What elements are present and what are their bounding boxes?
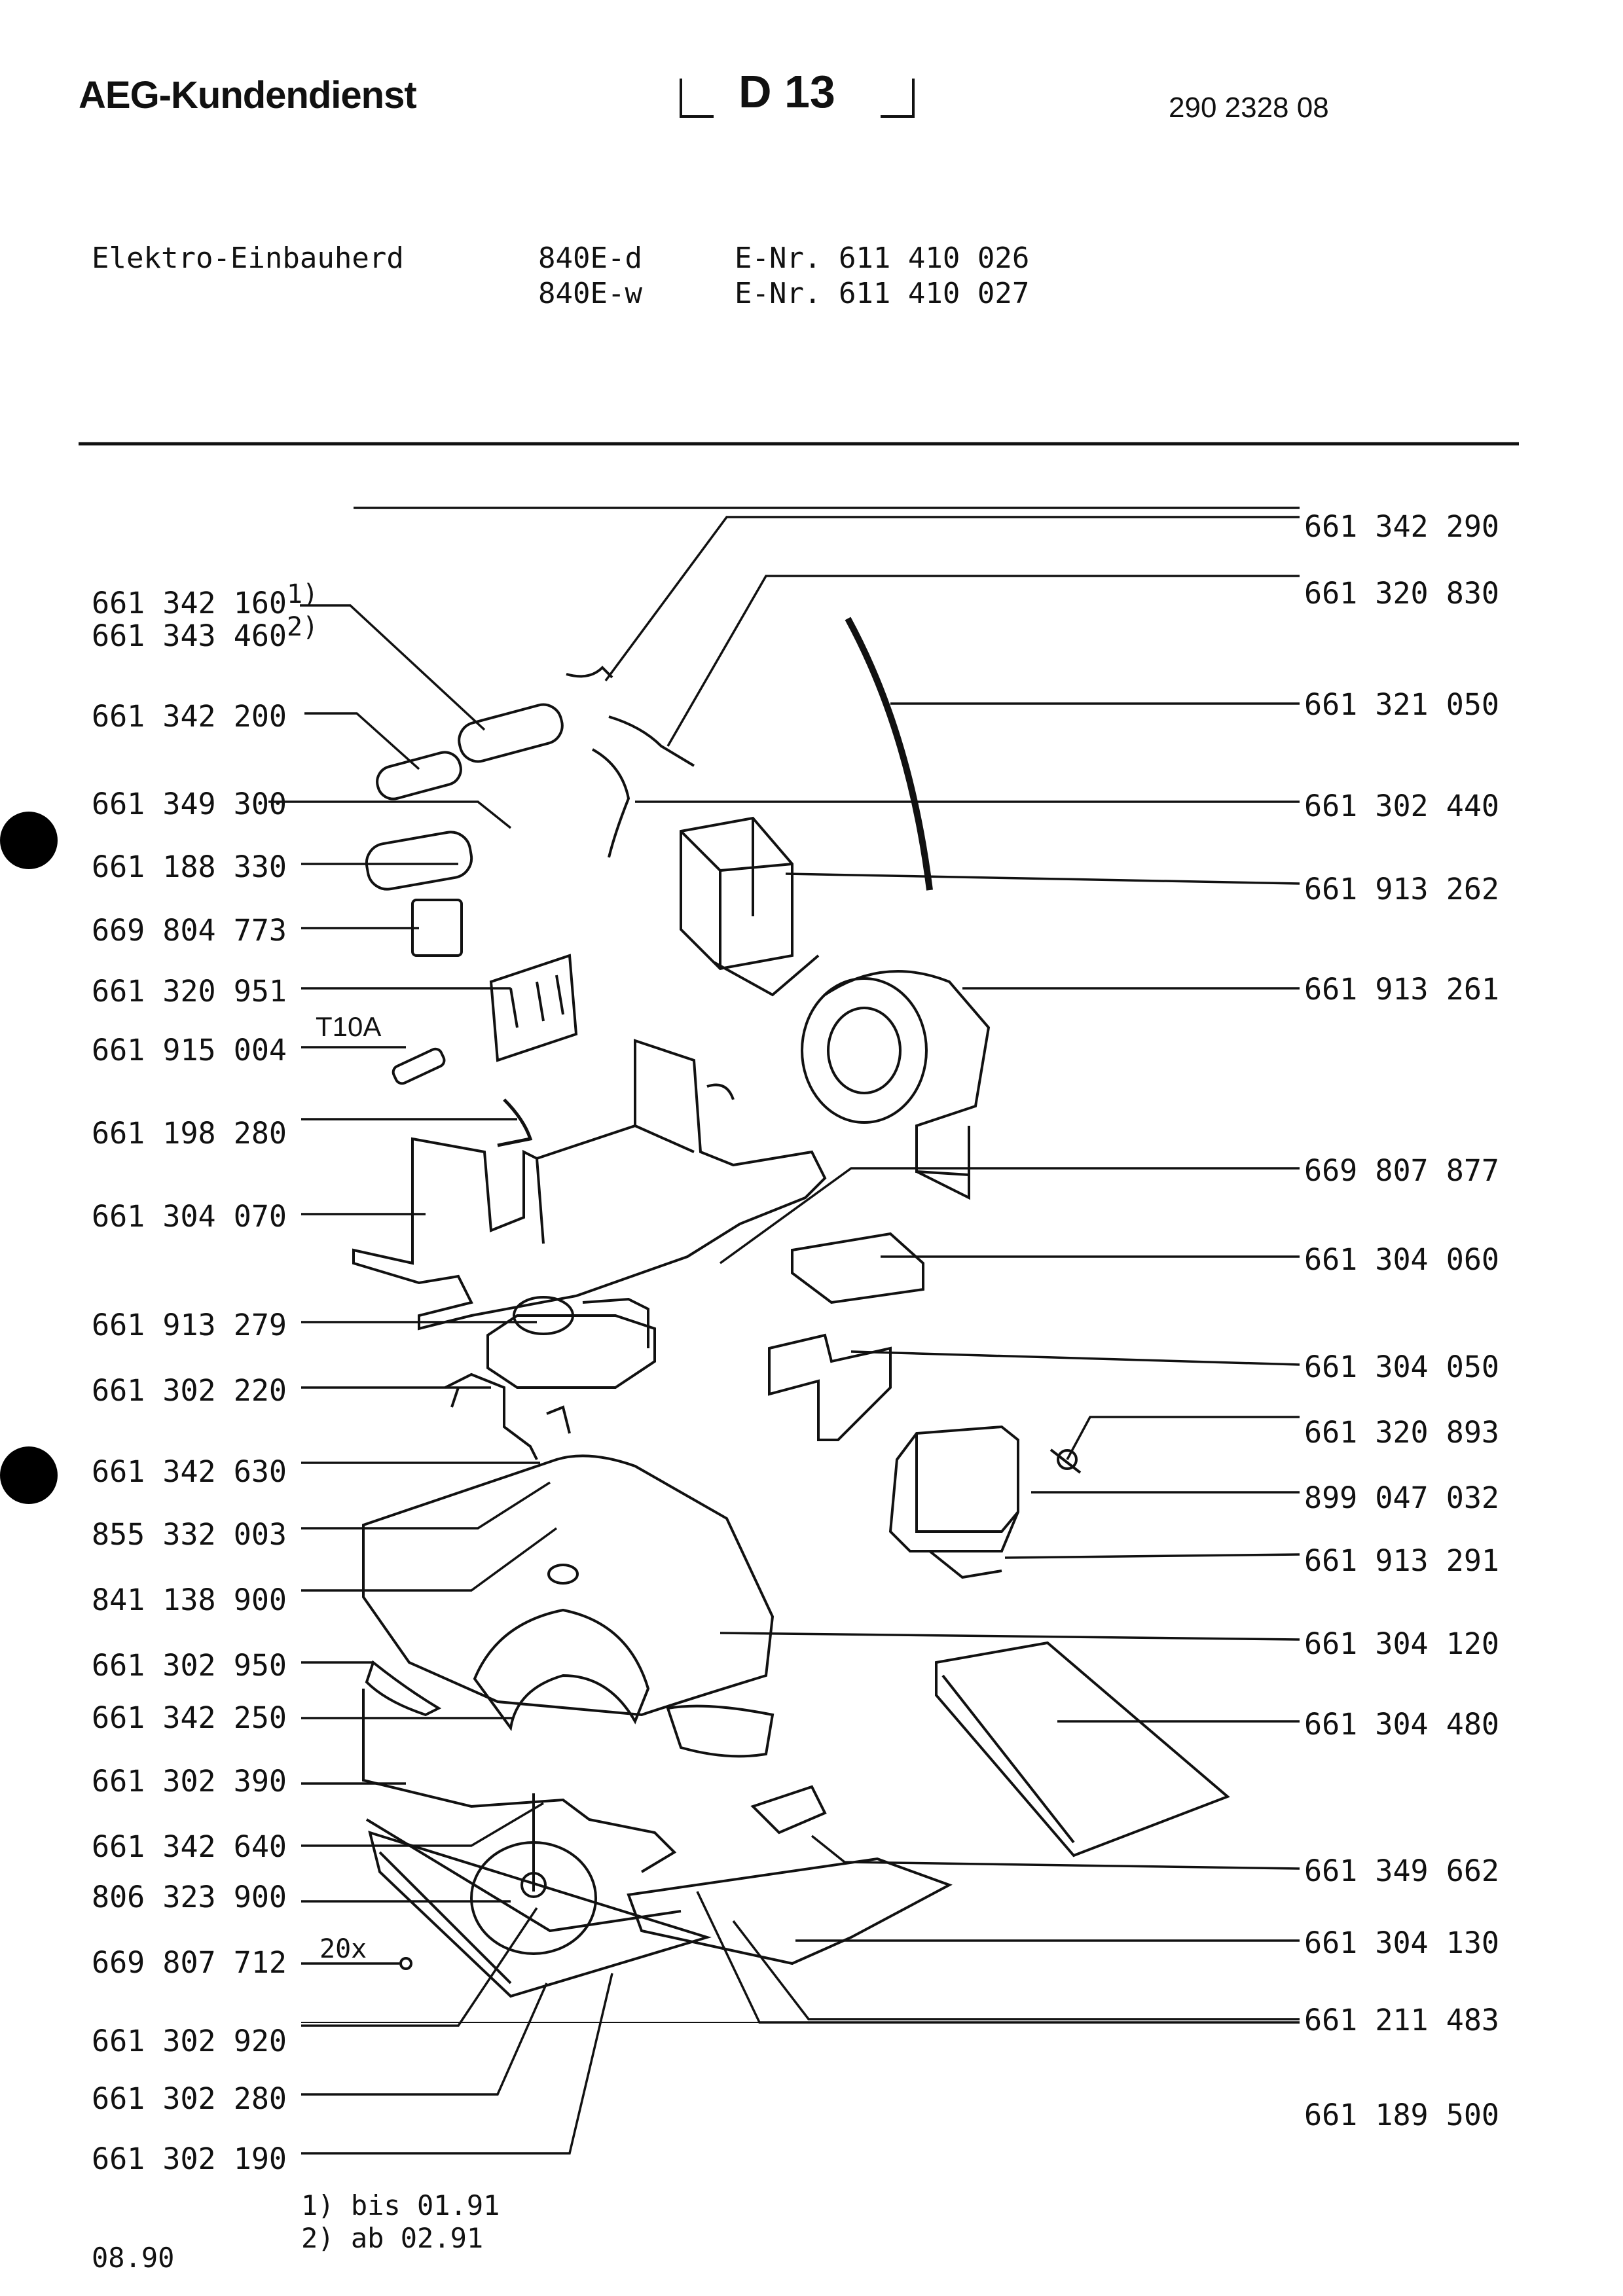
part-label-right: 899 047 032 (1304, 1480, 1500, 1515)
component-sketches (352, 617, 1230, 1998)
part-label-right: 661 304 050 (1304, 1350, 1500, 1384)
part-label-left: 661 343 4602) (92, 612, 319, 653)
part-label-left: 669 804 773 (92, 913, 287, 948)
part-label-left: 661 342 1601) (92, 579, 319, 620)
model-1: 840E-d (538, 242, 642, 275)
date-stamp: 08.90 (92, 2242, 175, 2274)
part-label-left: 661 302 390 (92, 1764, 287, 1799)
part-label-right: 661 913 261 (1304, 972, 1500, 1007)
footnote-1: 1) bis 01.91 (301, 2189, 500, 2221)
part-label-right: 661 304 060 (1304, 1242, 1500, 1277)
brand-title: AEG-Kundendienst (79, 74, 417, 117)
part-label-left: 661 188 330 (92, 850, 287, 884)
part-label-left: 661 198 280 (92, 1116, 287, 1151)
part-label-left: 661 342 640 (92, 1829, 287, 1864)
fuse-rating: T10A (316, 1011, 382, 1042)
part-label-left: 661 915 004 (92, 1033, 287, 1067)
part-label-left: 661 302 950 (92, 1648, 287, 1683)
quantity-note: 20x (319, 1934, 367, 1964)
part-label-left: 661 342 630 (92, 1454, 287, 1489)
part-label-left: 661 913 279 (92, 1308, 287, 1342)
enr-1: E-Nr. 611 410 026 (735, 242, 1030, 275)
part-label-right: 661 189 500 (1304, 2098, 1500, 2132)
document-number: 290 2328 08 (1169, 92, 1329, 124)
part-label-right: 661 304 130 (1304, 1926, 1500, 1960)
part-label-right: 661 913 262 (1304, 872, 1500, 906)
part-label-right: 661 320 893 (1304, 1415, 1500, 1450)
enr-2: E-Nr. 611 410 027 (735, 277, 1030, 310)
part-label-right: 661 320 830 (1304, 576, 1500, 611)
sheet-code: D 13 (739, 66, 835, 117)
part-label-left: 661 320 951 (92, 974, 287, 1009)
part-label-left: 841 138 900 (92, 1583, 287, 1617)
leader-lines (268, 507, 1300, 2155)
part-label-left: 661 302 280 (92, 2081, 287, 2116)
part-label-right: 661 321 050 (1304, 687, 1500, 722)
sheet-bracket-right (881, 79, 915, 118)
sheet-bracket-left (680, 79, 714, 118)
model-2: 840E-w (538, 277, 642, 310)
part-label-right: 669 807 877 (1304, 1153, 1500, 1188)
part-label-left: 661 304 070 (92, 1199, 287, 1234)
punch-hole-top (0, 812, 58, 869)
part-label-left: 661 342 250 (92, 1700, 287, 1735)
part-label-right: 661 302 440 (1304, 789, 1500, 823)
part-label-left: 806 323 900 (92, 1880, 287, 1914)
part-label-left: 661 302 190 (92, 2142, 287, 2176)
part-label-left: 669 807 712 (92, 1945, 287, 1980)
part-label-left: 661 302 920 (92, 2024, 287, 2058)
part-label-right: 661 349 662 (1304, 1854, 1500, 1888)
part-label-right: 661 304 480 (1304, 1707, 1500, 1742)
part-label-right: 661 342 290 (1304, 509, 1500, 544)
part-label-left: 855 332 003 (92, 1517, 287, 1552)
footnote-2: 2) ab 02.91 (301, 2222, 484, 2254)
part-label-left: 661 342 200 (92, 699, 287, 734)
part-label-right: 661 211 483 (1304, 2003, 1500, 2037)
part-label-left: 661 349 300 (92, 787, 287, 821)
part-label-right: 661 304 120 (1304, 1626, 1500, 1661)
part-label-left: 661 302 220 (92, 1373, 287, 1408)
part-label-right: 661 913 291 (1304, 1543, 1500, 1578)
punch-hole-bottom (0, 1446, 58, 1504)
product-name: Elektro-Einbauherd (92, 242, 404, 275)
